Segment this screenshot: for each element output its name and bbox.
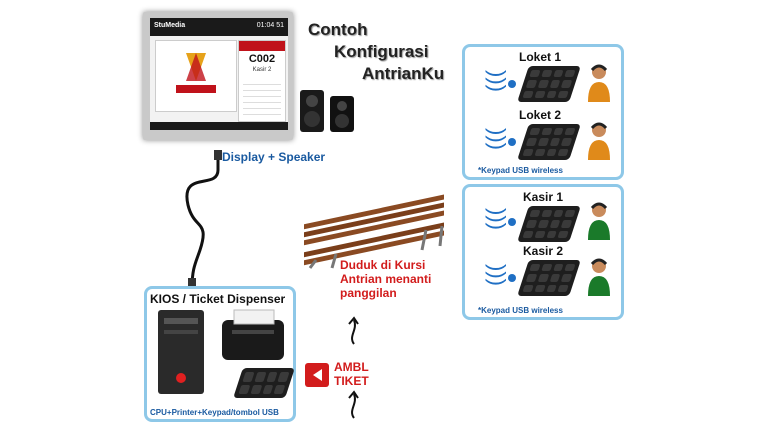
screen-header: StuMedia 01:04 51 [150, 18, 288, 36]
display-caption: Display + Speaker [222, 150, 326, 164]
queue-list [243, 79, 281, 115]
signal-dot-icon [508, 80, 516, 88]
queue-number: C002 [248, 53, 276, 65]
wireless-icon: ))) [484, 128, 510, 150]
ticket-line1: AMBL [334, 360, 369, 374]
cpu-icon [158, 310, 204, 394]
counter-label-1: Loket 1 [519, 50, 562, 64]
counter-label-2: Loket 2 [519, 108, 562, 122]
screen-brand: StuMedia [154, 22, 186, 29]
screen-ticker [150, 122, 288, 130]
signal-dot-icon [508, 218, 516, 226]
operator-icon [588, 64, 610, 102]
counters-note: *Keypad USB wireless [478, 166, 563, 175]
usb-cable-icon [185, 150, 222, 289]
kiosk-label: KIOS / Ticket Dispenser [150, 292, 286, 306]
bench-icon [304, 194, 444, 269]
operator-icon [588, 122, 610, 160]
queue-counter: Kasir 2 [252, 67, 272, 73]
wireless-icon: ))) [484, 70, 510, 92]
operator-icon [588, 258, 610, 296]
signal-dot-icon [508, 274, 516, 282]
cashier-note: *Keypad USB wireless [478, 306, 563, 315]
ticket-sign-icon [305, 363, 329, 387]
queue-banner [239, 41, 285, 51]
bench-caption: Duduk di Kursi Antrian menanti panggilan [340, 258, 432, 300]
kiosk-note: CPU+Printer+Keypad/tombol USB [150, 408, 279, 417]
screen-queue-panel: C002 Kasir 2 [238, 40, 286, 122]
wireless-icon: ))) [484, 264, 510, 286]
screen-clock: 01:04 51 [256, 22, 284, 29]
cashier-label-1: Kasir 1 [523, 190, 564, 204]
cashier-label-2: Kasir 2 [523, 244, 564, 258]
wireless-icon: ))) [484, 208, 510, 230]
screen-logo-panel [155, 40, 237, 112]
kiosk-keypad-icon [233, 368, 295, 398]
arrow-up-icon [348, 316, 359, 345]
title-line3: AntrianKu [362, 64, 445, 83]
arrow-up-icon [348, 390, 359, 419]
logo-icon [176, 53, 216, 93]
display-screen: StuMedia 01:04 51 C002 Kasir 2 [150, 18, 288, 130]
title-line2: Konfigurasi [334, 42, 429, 61]
speaker-icon [300, 90, 354, 132]
signal-dot-icon [508, 138, 516, 146]
title-line1: Contoh [308, 20, 368, 39]
ticket-line2: TIKET [334, 374, 369, 388]
operator-icon [588, 202, 610, 240]
printer-icon [222, 309, 284, 360]
